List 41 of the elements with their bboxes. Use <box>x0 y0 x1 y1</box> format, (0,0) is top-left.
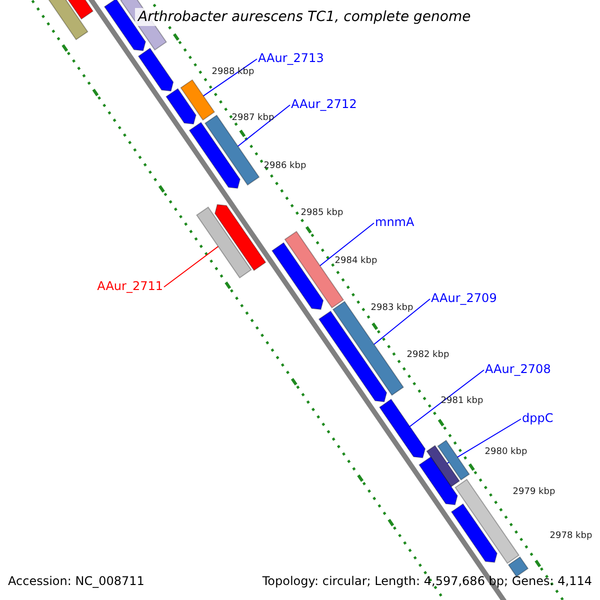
leader-line <box>164 246 219 288</box>
tick-label: 2987 kbp <box>232 113 274 123</box>
leader-line <box>237 104 290 147</box>
tick-label: 2981 kbp <box>440 396 484 406</box>
gene-label: AAur_2712 <box>291 97 357 111</box>
gene-block <box>450 503 498 563</box>
gene-block <box>378 398 426 458</box>
leader-line <box>409 370 484 428</box>
tick-label: 2986 kbp <box>264 161 306 171</box>
footer-text: Topology: circular; Length: 4,597,686 bp; Genes: 4,114 <box>262 574 592 588</box>
gene-label: AAur_2713 <box>258 51 324 65</box>
gene-block <box>508 556 529 578</box>
leader-line <box>374 298 430 345</box>
gene-block <box>196 206 252 278</box>
tick-label: 2980 kbp <box>484 447 528 457</box>
gene-block <box>204 114 260 186</box>
gene-block <box>318 310 388 402</box>
tick-label: 2979 kbp <box>512 487 556 497</box>
gene-block <box>214 204 266 272</box>
tick-label: 2978 kbp <box>550 531 592 541</box>
footer-text: Accession: NC_008711 <box>8 574 144 588</box>
tick-label: 2982 kbp <box>406 350 450 360</box>
tick-label: 2983 kbp <box>370 303 414 313</box>
leader-line <box>319 222 374 266</box>
gene-block <box>166 88 196 125</box>
gene-label: mnmA <box>375 215 414 229</box>
gene-label: dppC <box>522 411 554 425</box>
gene-block <box>437 440 470 481</box>
gene-block <box>138 48 174 92</box>
gene-block <box>418 456 458 506</box>
gene-label: AAur_2711 <box>97 279 163 293</box>
gene-label: AAur_2708 <box>485 362 551 376</box>
tick-label: 2985 kbp <box>300 208 344 218</box>
leader-line <box>446 418 522 464</box>
tick-label: 2984 kbp <box>334 256 378 266</box>
tick-label: 2988 kbp <box>212 67 254 77</box>
gene-block <box>188 122 241 189</box>
gene-block <box>271 242 324 310</box>
gene-block <box>180 79 216 121</box>
gene-block <box>426 444 460 488</box>
gene-label: AAur_2709 <box>431 291 497 305</box>
